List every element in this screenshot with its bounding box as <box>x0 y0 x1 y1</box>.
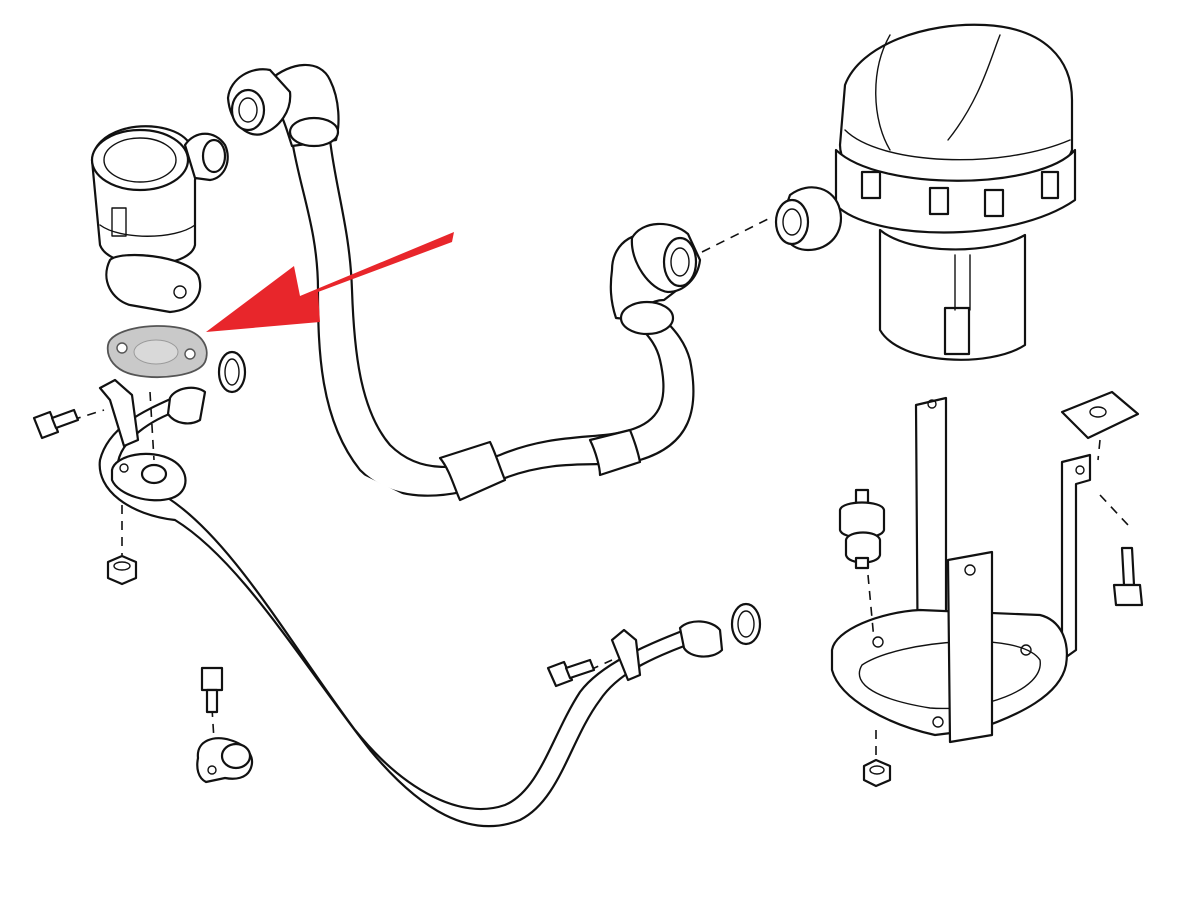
assembly-line <box>1099 494 1129 526</box>
nut-left <box>106 554 138 586</box>
o-ring-upper <box>217 350 247 394</box>
clip-nut <box>1060 390 1140 440</box>
red-arrow-icon <box>206 232 454 332</box>
assembly-line <box>1097 439 1101 461</box>
assembly-line <box>211 707 215 741</box>
metal-air-pipe <box>98 378 724 828</box>
air-valve <box>90 125 229 314</box>
assembly-line <box>701 217 771 253</box>
bolt-clamp <box>200 666 224 714</box>
nut-bottom <box>862 758 892 788</box>
screw-right <box>1112 546 1144 607</box>
pipe-clamp <box>196 737 254 784</box>
air-pump <box>774 23 1077 361</box>
assembly-line <box>149 391 155 461</box>
rubber-isolator <box>838 488 886 570</box>
main-air-hose <box>226 63 702 502</box>
pump-mounting-bracket <box>830 396 1092 744</box>
blanking-plate <box>106 325 208 378</box>
bolt-left <box>32 408 80 440</box>
o-ring-lower <box>730 602 762 646</box>
assembly-line <box>867 574 875 641</box>
bolt-center <box>546 658 596 688</box>
